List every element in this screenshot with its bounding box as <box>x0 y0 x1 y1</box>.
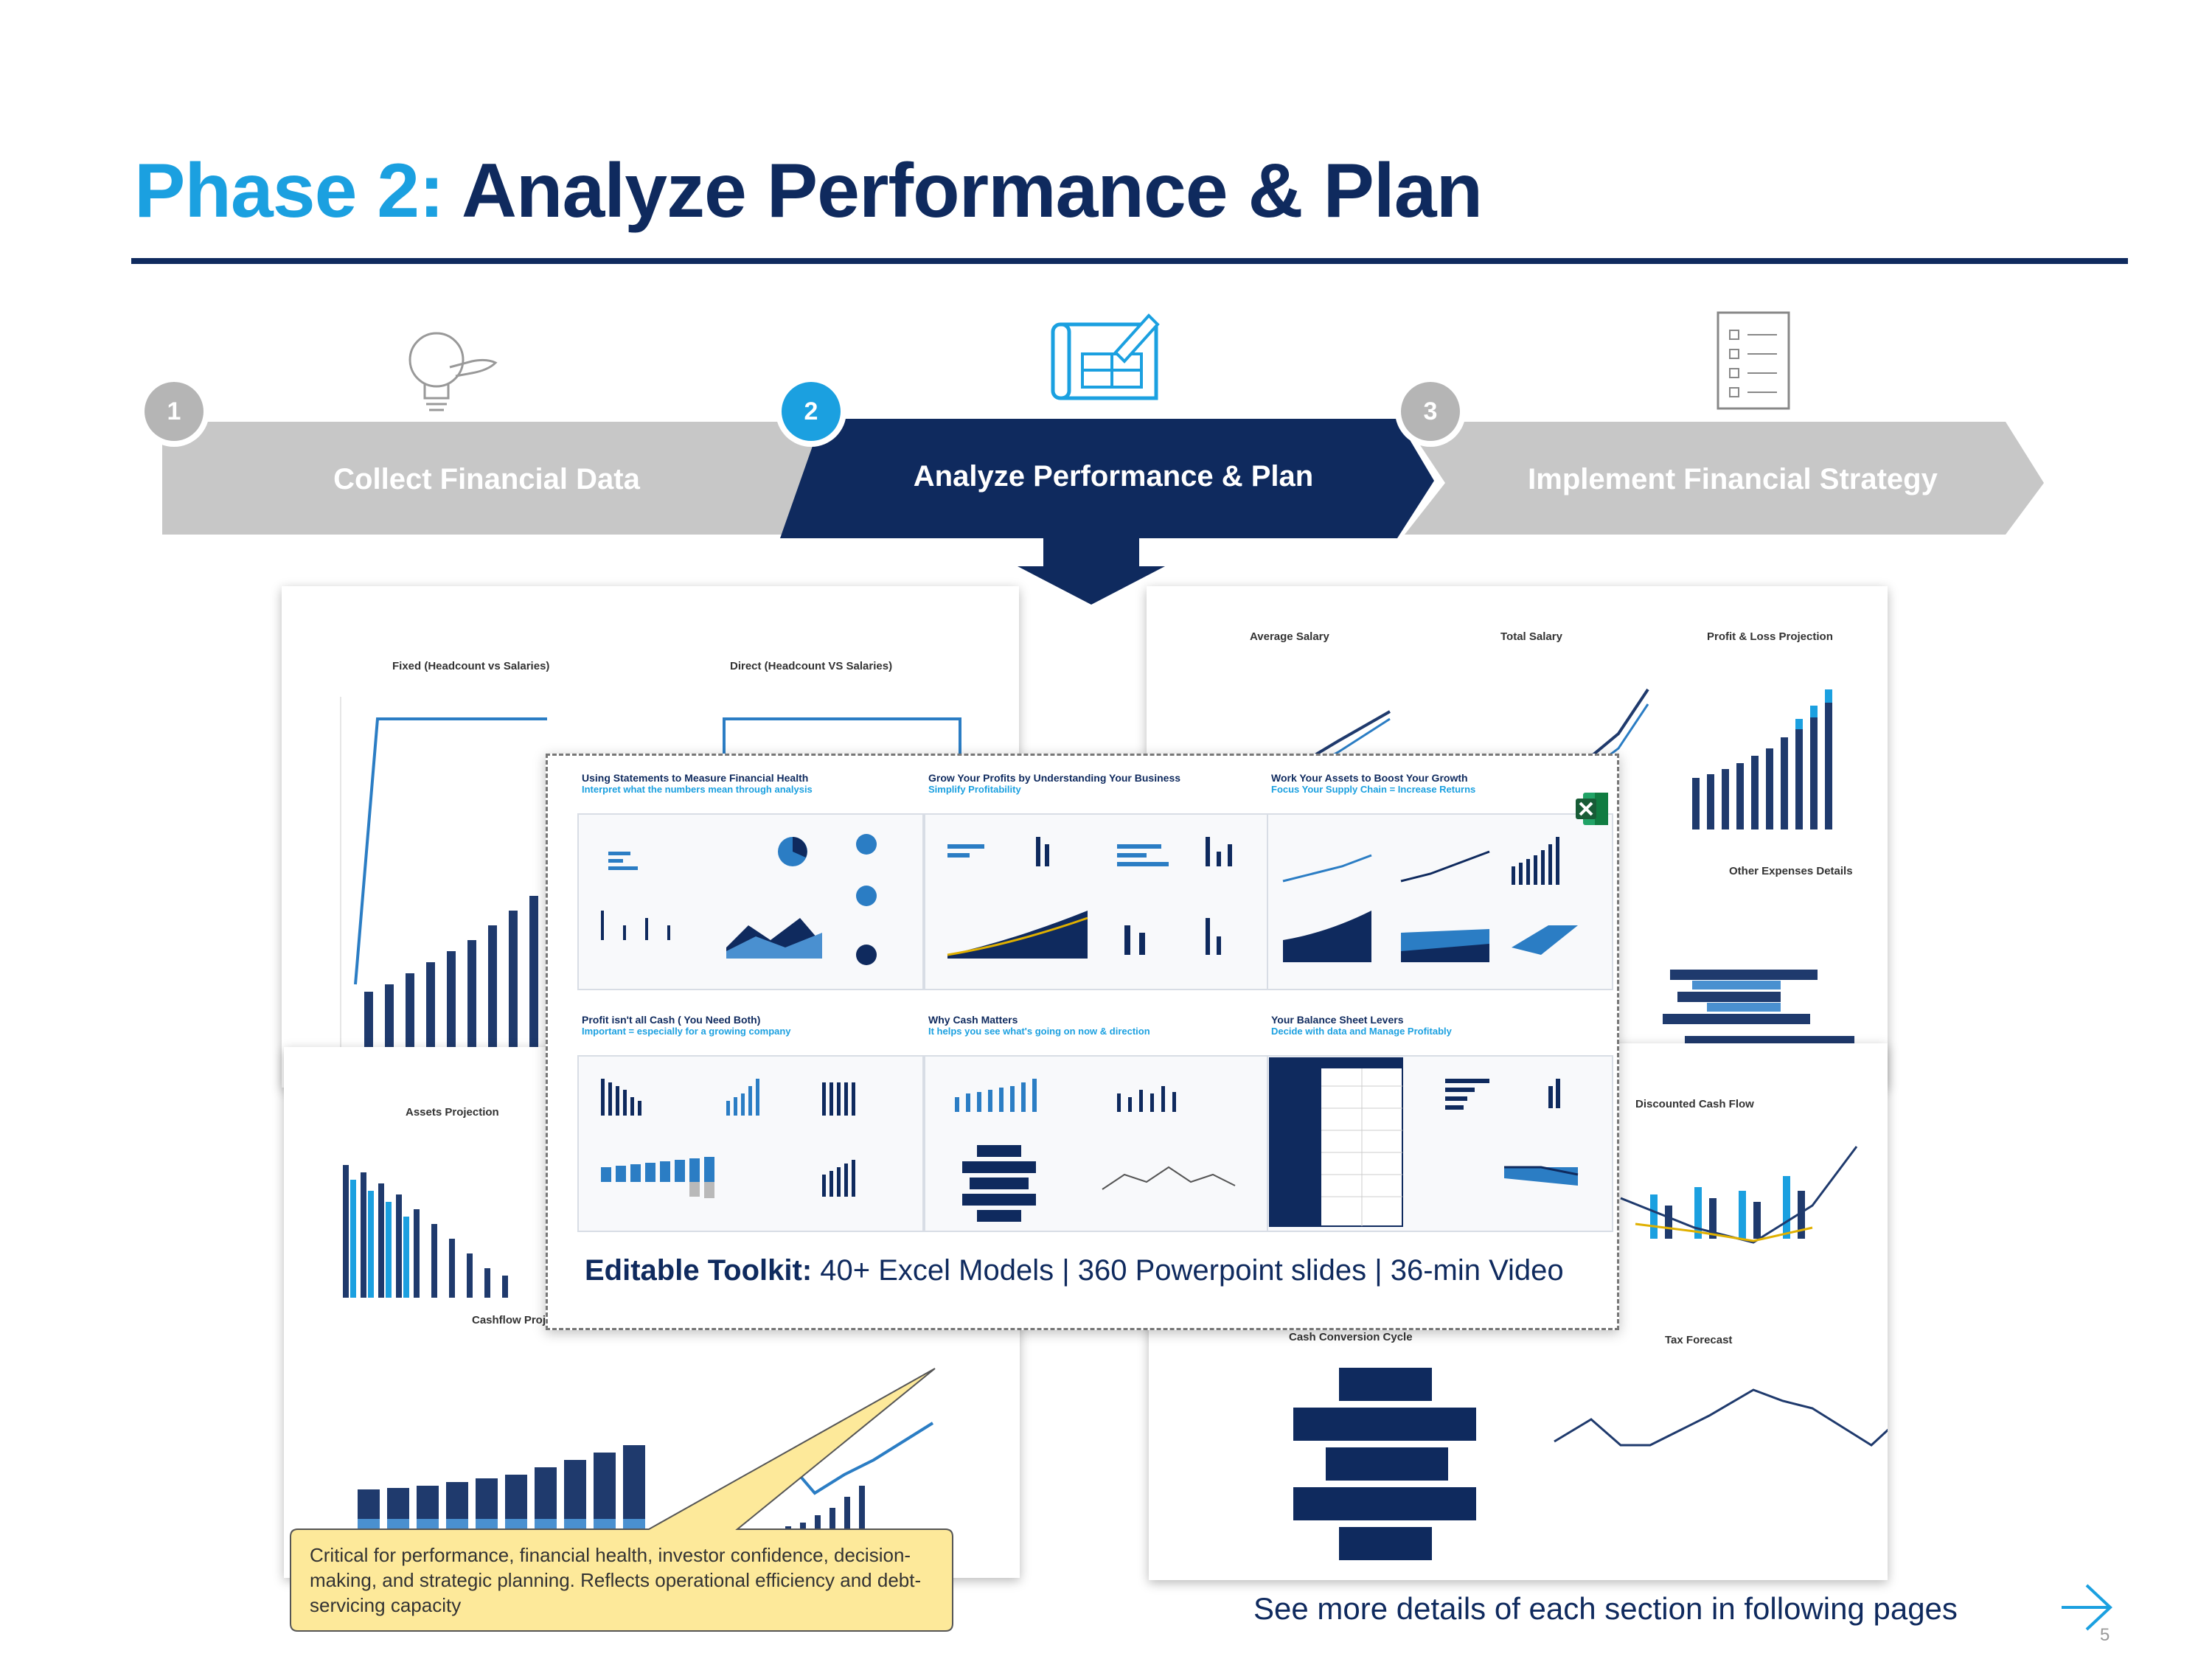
step-1-chevron <box>162 422 841 535</box>
panel-title: Direct (Headcount VS Salaries) <box>730 660 893 672</box>
toolkit-preview: Using Statements to Measure Financial He… <box>546 754 1619 1330</box>
blueprint-pencil-icon <box>1051 313 1160 400</box>
step-3-chevron <box>1405 422 2044 535</box>
toolkit-slide: Work Your Assets to Boost Your Growth Fo… <box>1267 771 1613 1026</box>
slide-subtitle: It helps you see what's going on now & d… <box>928 1026 1150 1037</box>
callout-bubble <box>290 1368 953 1632</box>
lightbulb-hand-icon <box>408 332 498 411</box>
salary-charts <box>1175 688 1854 1046</box>
arrow-right-icon[interactable] <box>2057 1578 2116 1637</box>
panel-title: Cashflow Project <box>472 1314 562 1326</box>
panel-title: Cash Conversion Cycle <box>1289 1331 1413 1343</box>
step-2-chevron <box>780 419 1434 538</box>
slide-thumbnail <box>924 1055 1270 1232</box>
process-chevrons <box>162 419 2044 605</box>
panel-title: Assets Projection <box>406 1106 499 1119</box>
step-2-label: Analyze Performance & Plan <box>913 460 1314 493</box>
slide-title: Work Your Assets to Boost Your Growth <box>1271 772 1468 784</box>
excel-icon <box>1576 793 1608 825</box>
slide-thumbnail <box>577 1055 924 1232</box>
panel-title: Tax Forecast <box>1665 1334 1733 1346</box>
phase-label: Phase 2: <box>134 148 445 234</box>
toolkit-slide: Why Cash Matters It helps you see what's… <box>924 1012 1270 1267</box>
title-divider <box>131 258 2128 264</box>
step-3-badge: 3 <box>1401 382 1460 441</box>
slide-title: Your Balance Sheet Levers <box>1271 1014 1404 1026</box>
step-2-badge: 2 <box>782 382 841 441</box>
step-3-label: Implement Financial Strategy <box>1528 463 1938 495</box>
step-1-badge: 1 <box>145 382 204 441</box>
slide-thumbnail <box>577 813 924 990</box>
callout-text: Critical for performance, financial heal… <box>310 1544 922 1616</box>
panel-title: Discounted Cash Flow <box>1635 1098 1754 1110</box>
dcf-charts <box>1293 1146 1888 1560</box>
slide-subtitle: Important = especially for a growing com… <box>582 1026 791 1037</box>
down-arrow-icon <box>1018 537 1165 605</box>
step-1-label: Collect Financial Data <box>333 463 640 495</box>
toolkit-slide: Grow Your Profits by Understanding Your … <box>924 771 1270 1026</box>
slide-thumbnail <box>924 813 1270 990</box>
headcount-chart <box>340 697 961 1066</box>
slide-title: Using Statements to Measure Financial He… <box>582 772 809 784</box>
toolkit-caption-label: Editable Toolkit: <box>585 1254 813 1287</box>
more-details-link[interactable]: See more details of each section in foll… <box>1253 1591 1958 1626</box>
slide-subtitle: Interpret what the numbers mean through … <box>582 784 813 795</box>
slide-title: Profit isn't all Cash ( You Need Both) <box>582 1014 761 1026</box>
page-title: Phase 2: Analyze Performance & Plan <box>134 147 1483 235</box>
toolkit-slide: Profit isn't all Cash ( You Need Both) I… <box>577 1012 924 1267</box>
panel-title: Profit & Loss Projection <box>1707 630 1833 643</box>
toolkit-caption-detail: 40+ Excel Models | 360 Powerpoint slides… <box>820 1254 1564 1287</box>
page-number: 5 <box>2100 1625 2110 1645</box>
slide-subtitle: Simplify Profitability <box>928 784 1021 795</box>
panel-title: Fixed (Headcount vs Salaries) <box>392 660 550 672</box>
title-text: Analyze Performance & Plan <box>461 148 1483 234</box>
panel-title: Other Expenses Details <box>1729 865 1853 877</box>
toolkit-slide: Your Balance Sheet Levers Decide with da… <box>1267 1012 1613 1267</box>
slide-thumbnail <box>1267 813 1613 990</box>
slide-thumbnail <box>1267 1055 1613 1232</box>
panel-title: Total Salary <box>1500 630 1562 643</box>
panel-title: Average Salary <box>1250 630 1329 643</box>
toolkit-caption: Editable Toolkit: 40+ Excel Models | 360… <box>585 1254 1564 1287</box>
slide-subtitle: Focus Your Supply Chain = Increase Retur… <box>1271 784 1476 795</box>
slide-title: Why Cash Matters <box>928 1014 1018 1026</box>
checklist-icon <box>1717 311 1790 410</box>
slide-subtitle: Decide with data and Manage Profitably <box>1271 1026 1452 1037</box>
toolkit-slide: Using Statements to Measure Financial He… <box>577 771 924 1026</box>
slide-title: Grow Your Profits by Understanding Your … <box>928 772 1181 784</box>
